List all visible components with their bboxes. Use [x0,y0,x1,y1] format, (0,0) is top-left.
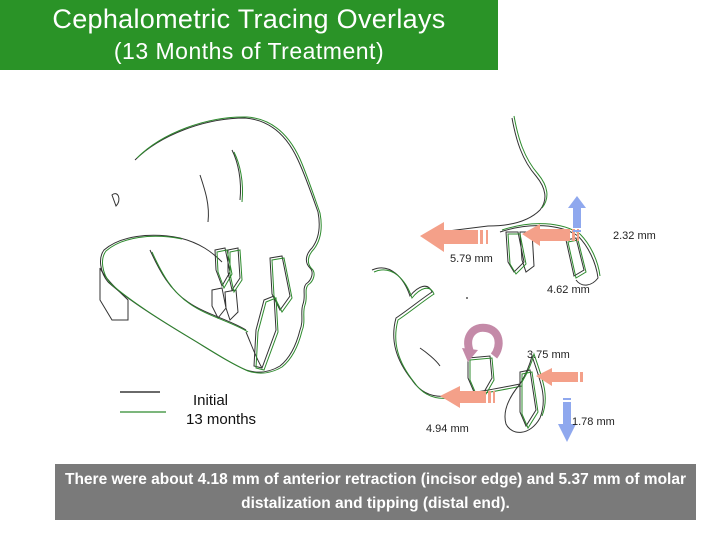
lower-incisor-retraction-arrow [536,368,583,386]
page-subtitle: (13 Months of Treatment) [113,38,385,64]
skull-tracing-13-months [102,116,322,374]
upper-molar-retraction-arrow [420,222,488,252]
skull-tracing-initial [99,117,320,373]
title-banner: Cephalometric Tracing Overlays (13 Month… [0,0,498,70]
legend-initial-label: Initial [193,392,229,409]
mandible-tracing [371,267,546,433]
page-title: Cephalometric Tracing Overlays [52,4,446,34]
label-upper-incisor-retraction: 5.79 mm [450,253,493,265]
summary-caption: There were about 4.18 mm of anterior ret… [55,464,696,520]
upper-vertical-arrow [568,196,586,232]
molar-rotation-arrow [462,323,503,362]
landmark-dot [466,297,468,299]
legend-13-months-label: 13 months [186,411,257,428]
label-lower-incisor: 3.75 mm [527,349,570,361]
label-lower-molar: 4.94 mm [426,423,469,435]
lower-molar-retraction-arrow [440,386,495,408]
label-upper-vertical: 2.32 mm [613,230,656,242]
label-upper-molar: 4.62 mm [547,284,590,296]
lower-vertical-arrow [558,398,576,442]
label-lower-vertical: 1.78 mm [572,416,615,428]
upper-incisor-retraction-arrow [522,224,579,246]
